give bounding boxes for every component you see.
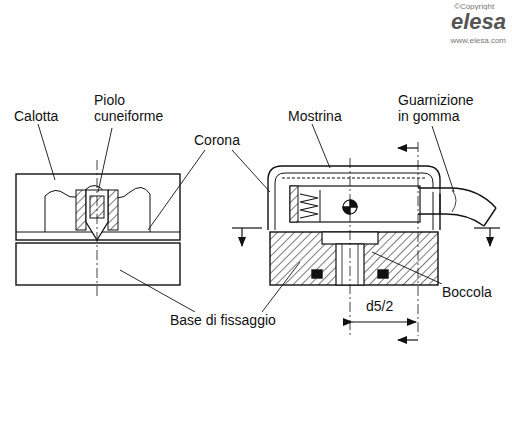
part-label: Corona [192,132,242,148]
brand-url: www.elesa.com [448,36,508,46]
part-label: Boccola [440,284,494,300]
part-label: Base di fissaggio [168,312,278,328]
part-label: Mostrina [286,108,344,124]
brand-logo: elesa [449,10,508,34]
part-label: Calotta [12,108,60,124]
part-label: Guarnizione in gomma [396,92,486,124]
part-label: Piolo cuneiforme [92,92,176,124]
dimension-label: d5/2 [364,298,395,314]
